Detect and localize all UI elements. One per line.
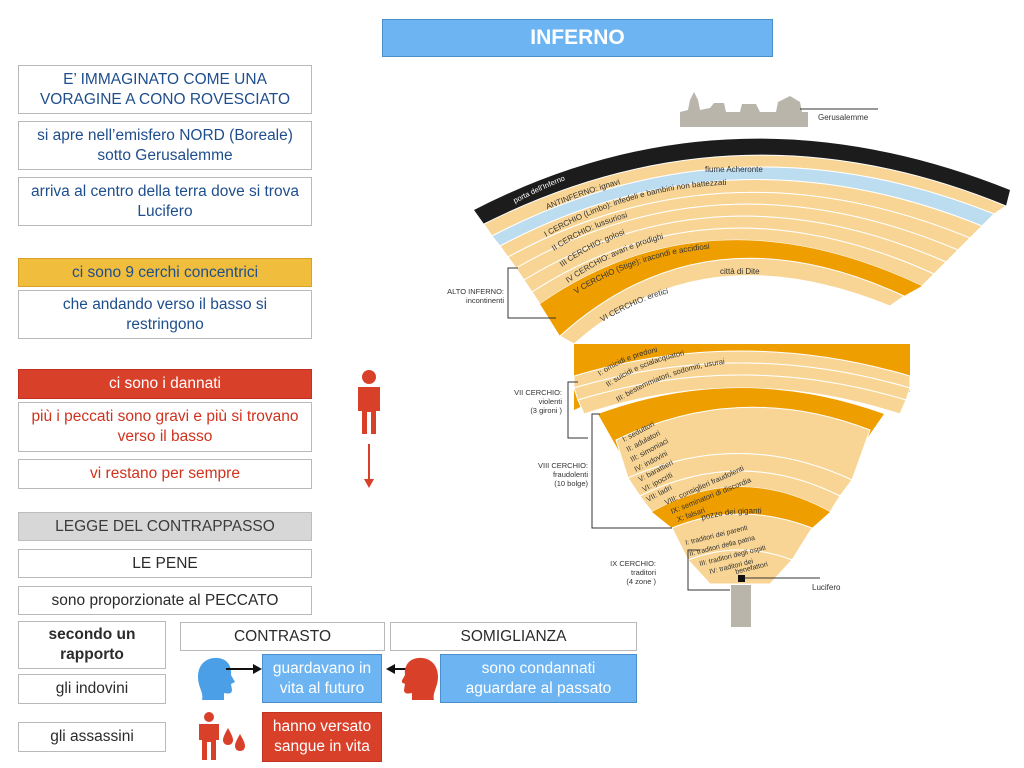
arrow-right-icon [226,664,262,674]
cerchio-6-band [559,257,905,345]
description-voragine: E’ IMMAGINATO COME UNA VORAGINE A CONO R… [18,65,312,114]
lucifero-marker [738,575,745,582]
gironi-label: (3 gironi ) [530,406,562,415]
zone-count-label: (4 zone ) [626,577,656,586]
indovini-somiglianza: sono condannati aguardare al passato [440,654,637,703]
head-profile-icon [198,657,235,700]
lucifero-label: Lucifero [812,583,841,592]
zone-bottom-band [687,549,793,585]
violenti-label: violenti [539,397,563,406]
bolge-count-label: (10 bolge) [554,479,588,488]
cerchio-8-label: VIII CERCHIO: [538,461,588,470]
acheronte-label: fiume Acheronte [705,165,763,174]
le-pene: LE PENE [18,549,312,578]
dite-band [540,240,922,336]
somiglianza-header: SOMIGLIANZA [390,622,637,651]
fraudolenti-label: fraudolenti [553,470,588,479]
porta-band [474,138,1010,224]
dite-label: città di Dite [720,267,760,276]
incontinenti-label: incontinenti [466,296,504,305]
indovini-contrasto: guardavano in vita al futuro [262,654,382,703]
alto-inferno-label: ALTO INFERNO: [447,287,504,296]
jerusalem-skyline: Gerusalemme [680,92,878,127]
proporzionate-peccato: sono proporzionate al PECCATO [18,586,312,615]
arrow-down-icon [364,444,374,488]
legge-contrappasso: LEGGE DEL CONTRAPPASSO [18,512,312,541]
person-icon [358,370,380,434]
description-lucifero: arriva al centro della terra dove si tro… [18,177,312,226]
gerusalemme-label: Gerusalemme [818,113,869,122]
page-title: INFERNO [382,19,773,57]
girone-3-band [577,374,907,415]
description-sempre: vi restano per sempre [18,459,312,489]
contrasto-header: CONTRASTO [180,622,385,651]
traditori-label: traditori [631,568,656,577]
secondo-un-rapporto: secondo un rapporto [18,621,166,669]
pozzo-band [652,487,830,528]
dannati-highlight: ci sono i dannati [18,369,312,399]
assassini-contrasto: hanno versato sangue in vita [262,712,382,762]
assassini-label: gli assassini [18,722,166,752]
cerchio-7-label: VII CERCHIO: [514,388,562,397]
inferno-diagram: Gerusalemme Lucifero porta dell'Inferno … [447,92,1010,627]
indovini-label: gli indovini [18,674,166,704]
head-profile-reversed-icon [402,657,438,700]
cerchio-9-label: IX CERCHIO: [610,559,656,568]
description-peccati: più i peccati sono gravi e più si trovan… [18,402,312,452]
cerchi-highlight: ci sono 9 cerchi concentrici [18,258,312,287]
description-restringono: che andando verso il basso si restringon… [18,290,312,339]
blood-drops-icon [199,712,245,760]
person-icon [358,370,380,488]
description-emisfero: si apre nell’emisfero NORD (Boreale) sot… [18,121,312,170]
tunnel [731,585,751,627]
person-icon [199,712,219,760]
